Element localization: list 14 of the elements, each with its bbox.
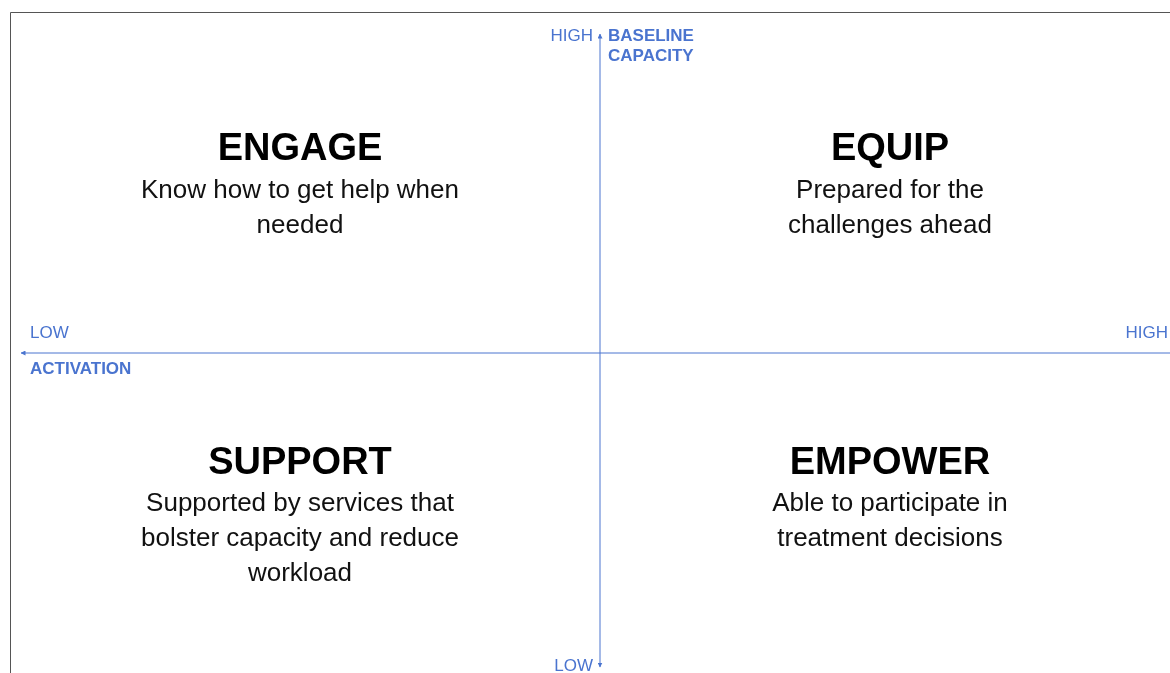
quadrant-heading: ENGAGE — [216, 128, 384, 166]
axis-title: ACTIVATION — [30, 359, 132, 380]
axis-label: HIGH — [550, 26, 593, 47]
quadrant-description: Prepared for the challenges ahead — [787, 173, 993, 242]
axis-label: LOW — [30, 323, 69, 344]
quadrant-heading: SUPPORT — [207, 442, 393, 480]
quadrant-heading: EQUIP — [829, 128, 951, 166]
axis-title: BASELINE CAPACITY — [608, 26, 695, 67]
axis-label: LOW — [554, 656, 593, 673]
quadrant-description: Able to participate in treatment decisions — [771, 486, 1009, 555]
axis-label: HIGH — [1125, 323, 1168, 344]
quadrant-description: Supported by services that bolster capacity and reduce workload — [140, 486, 460, 590]
quadrant-heading: EMPOWER — [788, 442, 992, 480]
quadrant-description: Know how to get help when needed — [140, 173, 460, 242]
